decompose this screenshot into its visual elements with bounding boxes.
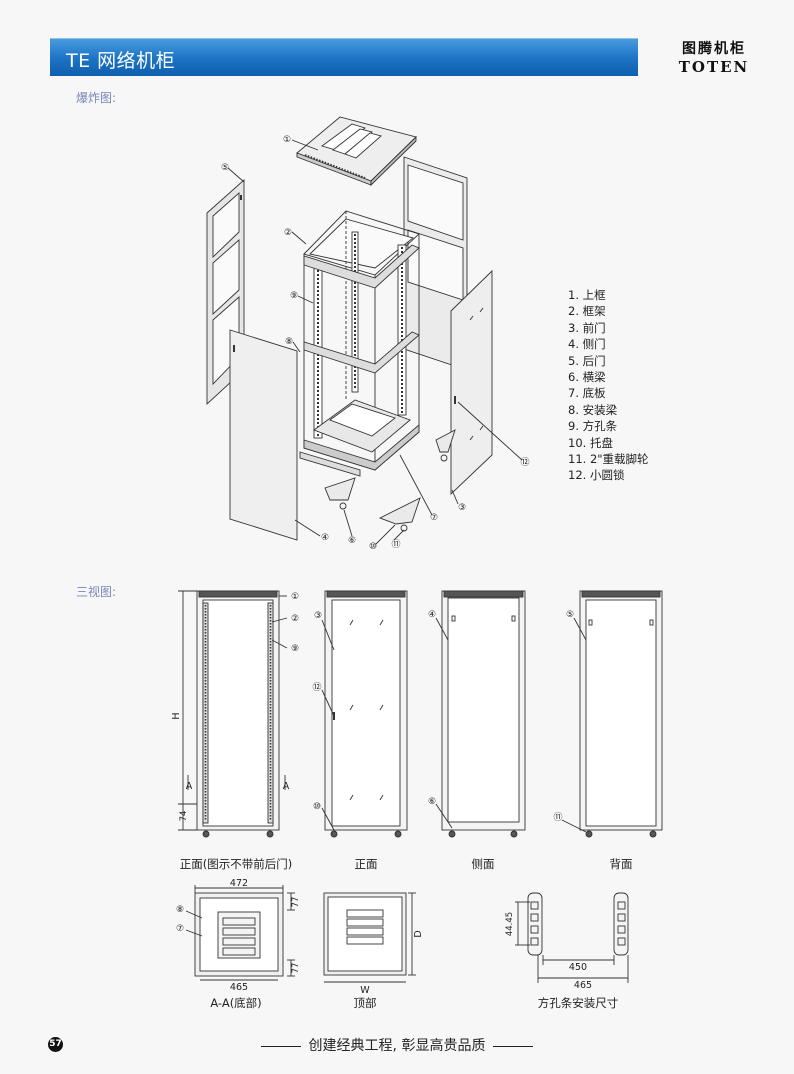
aa-callout-7: ⑦ [176, 924, 184, 934]
section-exploded-label: 爆炸图: [76, 91, 117, 105]
part-item: 7. 底板 [568, 386, 606, 401]
part-item: 5. 后门 [568, 353, 606, 368]
footer-slogan: 创建经典工程, 彰显高贵品质 [0, 1035, 794, 1055]
dim-width: W [360, 985, 370, 996]
dim-pitch: 44.45 [505, 912, 515, 936]
aa-callout-8: ⑧ [176, 905, 184, 915]
view-callout-9: ⑨ [291, 644, 299, 654]
view-front [324, 590, 408, 838]
callout-2: ② [284, 228, 292, 238]
view-label-section-aa: A-A(底部) [210, 996, 262, 1010]
part-item: 2. 框架 [568, 304, 606, 319]
section-mark-right: A [283, 781, 290, 792]
callout-3: ③ [458, 503, 466, 513]
page-number: 57 [48, 1037, 63, 1052]
view-callout-10: ⑩ [313, 802, 321, 812]
callout-7: ⑦ [430, 513, 438, 523]
part-item: 8. 安装梁 [568, 402, 618, 417]
slogan-dash-left [260, 1045, 301, 1047]
brand-logo: 图腾机柜 TOTEN [676, 38, 752, 76]
part-item: 11. 2"重载脚轮 [568, 452, 649, 467]
dim-465-strip: 465 [574, 980, 592, 991]
callout-8: ⑧ [285, 337, 293, 347]
dim-height: H [171, 712, 182, 719]
view-side [441, 590, 526, 838]
part-item: 1. 上框 [568, 288, 606, 302]
exploded-base-plate [435, 429, 456, 453]
dim-77-bottom: 77 [291, 963, 301, 974]
view-callout-12: ⑫ [312, 682, 321, 693]
section-three-view-label: 三视图: [76, 585, 117, 599]
view-strip-install [515, 892, 629, 983]
callout-6: ⑥ [348, 536, 356, 546]
dim-77-top: 77 [291, 897, 301, 908]
callout-9: ⑨ [290, 291, 298, 301]
dim-depth: D [413, 930, 424, 937]
exploded-beam [299, 451, 361, 477]
dim-74: 74 [179, 811, 189, 822]
exploded-front-door [450, 269, 493, 496]
view-callout-4: ④ [428, 610, 436, 620]
title-bar: TE 网络机柜 [50, 38, 638, 76]
view-label-top: 顶部 [353, 996, 377, 1010]
callout-11: ⑪ [391, 539, 400, 550]
logo-en: TOTEN [678, 58, 750, 76]
exploded-tray [378, 497, 421, 525]
dim-450: 450 [569, 962, 587, 973]
part-item: 3. 前门 [568, 320, 606, 335]
view-callout-11: ⑪ [553, 812, 562, 823]
view-label-front: 正面 [354, 857, 378, 871]
dim-472: 472 [230, 878, 248, 889]
part-item: 12. 小圆锁 [568, 468, 625, 483]
callout-1: ① [283, 135, 291, 145]
part-item: 6. 横梁 [568, 370, 606, 385]
part-list: 1. 上框 2. 框架 3. 前门 4. 侧门 5. 后门 6. 横梁 7. 底… [568, 287, 649, 484]
view-callout-1: ① [291, 592, 299, 602]
exploded-caster-plate [324, 477, 356, 501]
view-callout-6: ⑥ [428, 797, 436, 807]
slogan-dash-right [493, 1045, 534, 1047]
view-callout-3: ③ [314, 611, 322, 621]
view-section-aa [185, 885, 295, 981]
callout-10: ⑩ [369, 542, 377, 552]
view-label-front-no-doors: 正面(图示不带前后门) [179, 857, 293, 871]
exploded-frame [303, 210, 420, 471]
view-top [323, 892, 416, 983]
callout-4: ④ [321, 533, 329, 543]
view-label-back: 背面 [609, 857, 633, 871]
view-callout-5: ⑤ [566, 610, 574, 620]
view-label-strip-install: 方孔条安装尺寸 [537, 996, 619, 1010]
view-label-side: 侧面 [471, 857, 495, 871]
exploded-side-door [229, 329, 298, 541]
view-front-no-doors [178, 590, 286, 838]
callout-12: ⑫ [520, 457, 529, 468]
exploded-top-frame [296, 116, 417, 187]
dim-465-aa: 465 [230, 982, 248, 993]
section-mark-left: A [186, 781, 193, 792]
callout-5: ⑤ [221, 163, 229, 173]
part-item: 4. 侧门 [568, 337, 606, 352]
view-callout-2: ② [291, 614, 299, 624]
view-back [579, 590, 663, 838]
part-item: 9. 方孔条 [568, 419, 618, 434]
slogan-text: 创建经典工程, 彰显高贵品质 [308, 1038, 486, 1054]
page-title: TE 网络机柜 [66, 50, 176, 72]
logo-cn: 图腾机柜 [682, 41, 746, 57]
part-item: 10. 托盘 [568, 435, 613, 450]
